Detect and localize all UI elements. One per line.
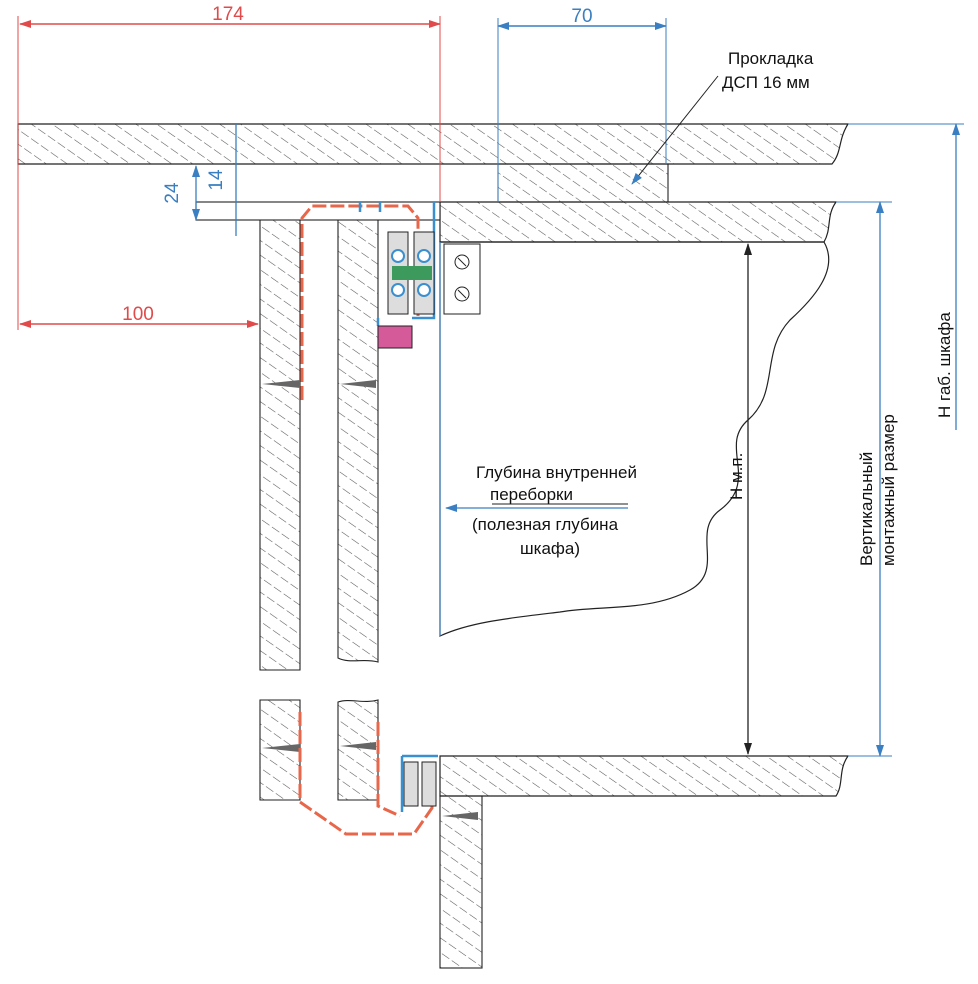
seal-pink	[377, 325, 413, 349]
vertical-label-line1: Вертикальный	[857, 452, 876, 566]
roller-mechanism-lower	[400, 754, 438, 812]
gasket-leader	[631, 75, 719, 185]
gasket-label-line2: ДСП 16 мм	[722, 73, 810, 92]
dim-14-text: 14	[206, 169, 227, 191]
dowel-left	[262, 380, 300, 388]
gasket-panel	[497, 163, 669, 203]
dowel-left-lower	[262, 744, 300, 752]
roller-mechanism-upper	[387, 231, 435, 315]
roof-board	[17, 123, 850, 165]
mounting-plate	[443, 243, 481, 315]
left-door-lower	[259, 699, 301, 801]
hmp-label: Н м.п.	[727, 453, 746, 500]
right-door-lower	[337, 699, 379, 801]
inner-partition	[439, 241, 830, 637]
guide-profile-upper	[358, 202, 436, 326]
dowel-right-lower	[340, 742, 376, 750]
dim-70-text: 70	[571, 6, 592, 27]
plinth-post	[439, 795, 483, 969]
left-door-upper	[259, 219, 301, 671]
hgab-label: Н габ. шкафа	[935, 312, 954, 418]
dim-100-text: 100	[122, 304, 154, 325]
depth-label-line3: (полезная глубина	[472, 515, 619, 534]
hinge-profile-lower	[298, 712, 434, 836]
seal-green	[392, 266, 432, 280]
gasket-label-line1: Прокладка	[728, 49, 814, 68]
cabinet-bottom-panel	[439, 755, 850, 797]
dim-174-text: 174	[212, 4, 244, 25]
dowel-plinth	[442, 812, 478, 820]
depth-label-line1: Глубина внутренней	[476, 463, 637, 482]
depth-label-line2: переборки	[490, 485, 573, 504]
dowel-right	[340, 380, 376, 388]
right-door-upper	[337, 219, 379, 663]
cabinet-top-panel	[439, 201, 838, 243]
depth-label-line4: шкафа)	[520, 539, 580, 558]
dim-24-text: 24	[162, 182, 183, 204]
vertical-label-line2: монтажный размер	[879, 414, 898, 566]
